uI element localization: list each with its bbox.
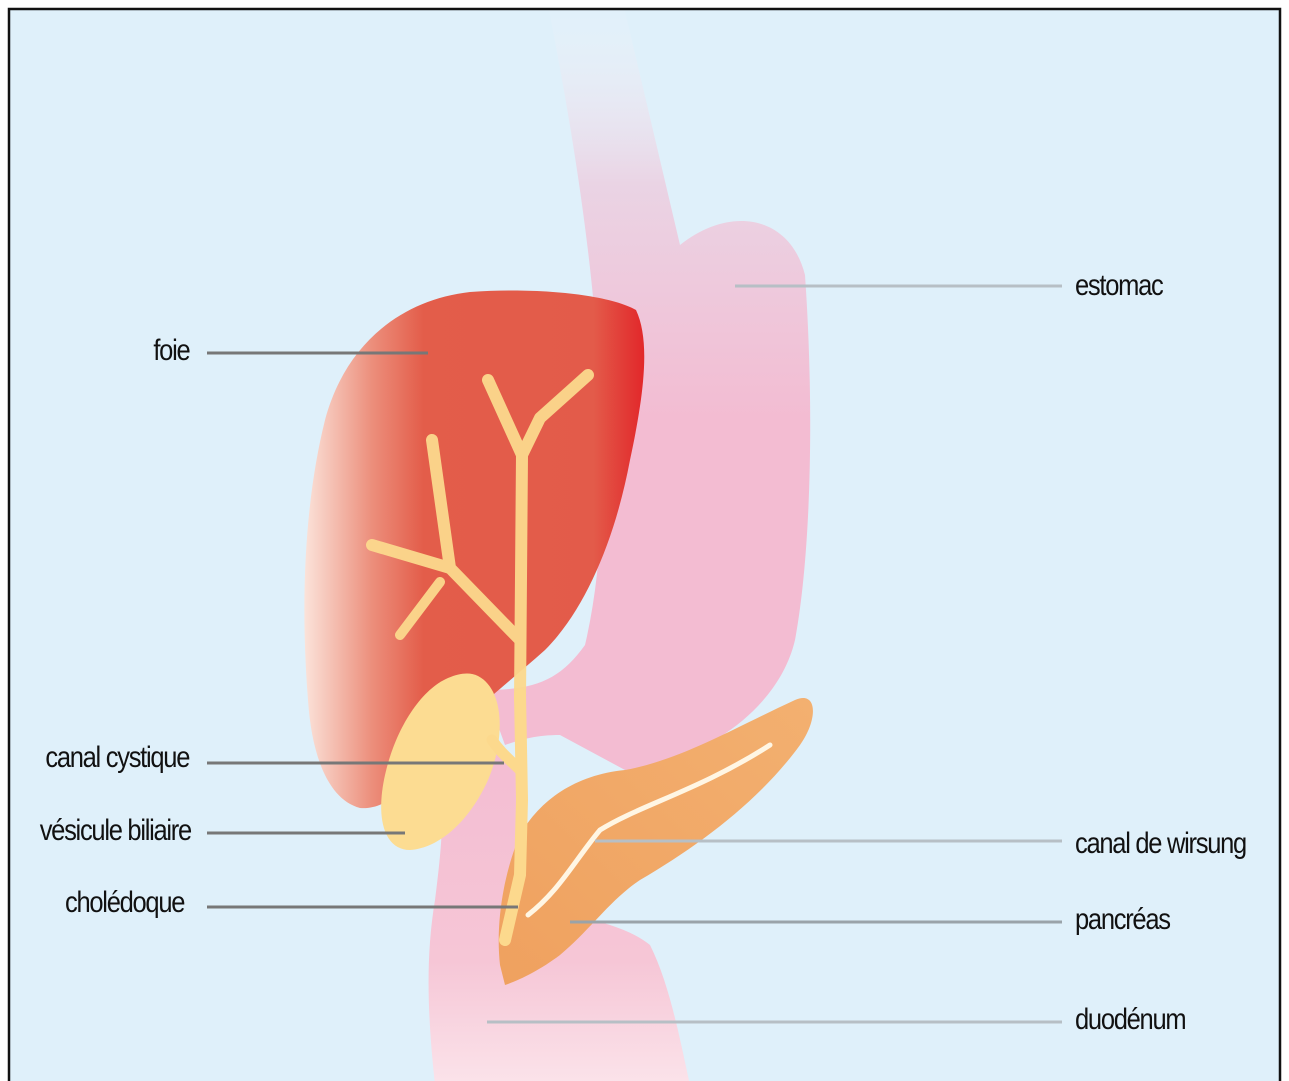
label-pancreas: pancréas <box>1075 905 1170 935</box>
label-duodenum: duodénum <box>1075 1005 1185 1035</box>
label-canal-de-wirsung: canal de wirsung <box>1075 829 1246 859</box>
label-foie: foie <box>153 336 189 366</box>
label-vesicule-biliaire: vésicule biliaire <box>40 816 191 846</box>
label-canal-cystique: canal cystique <box>45 743 189 773</box>
label-choledoque: cholédoque <box>65 888 184 918</box>
label-estomac: estomac <box>1075 271 1162 301</box>
